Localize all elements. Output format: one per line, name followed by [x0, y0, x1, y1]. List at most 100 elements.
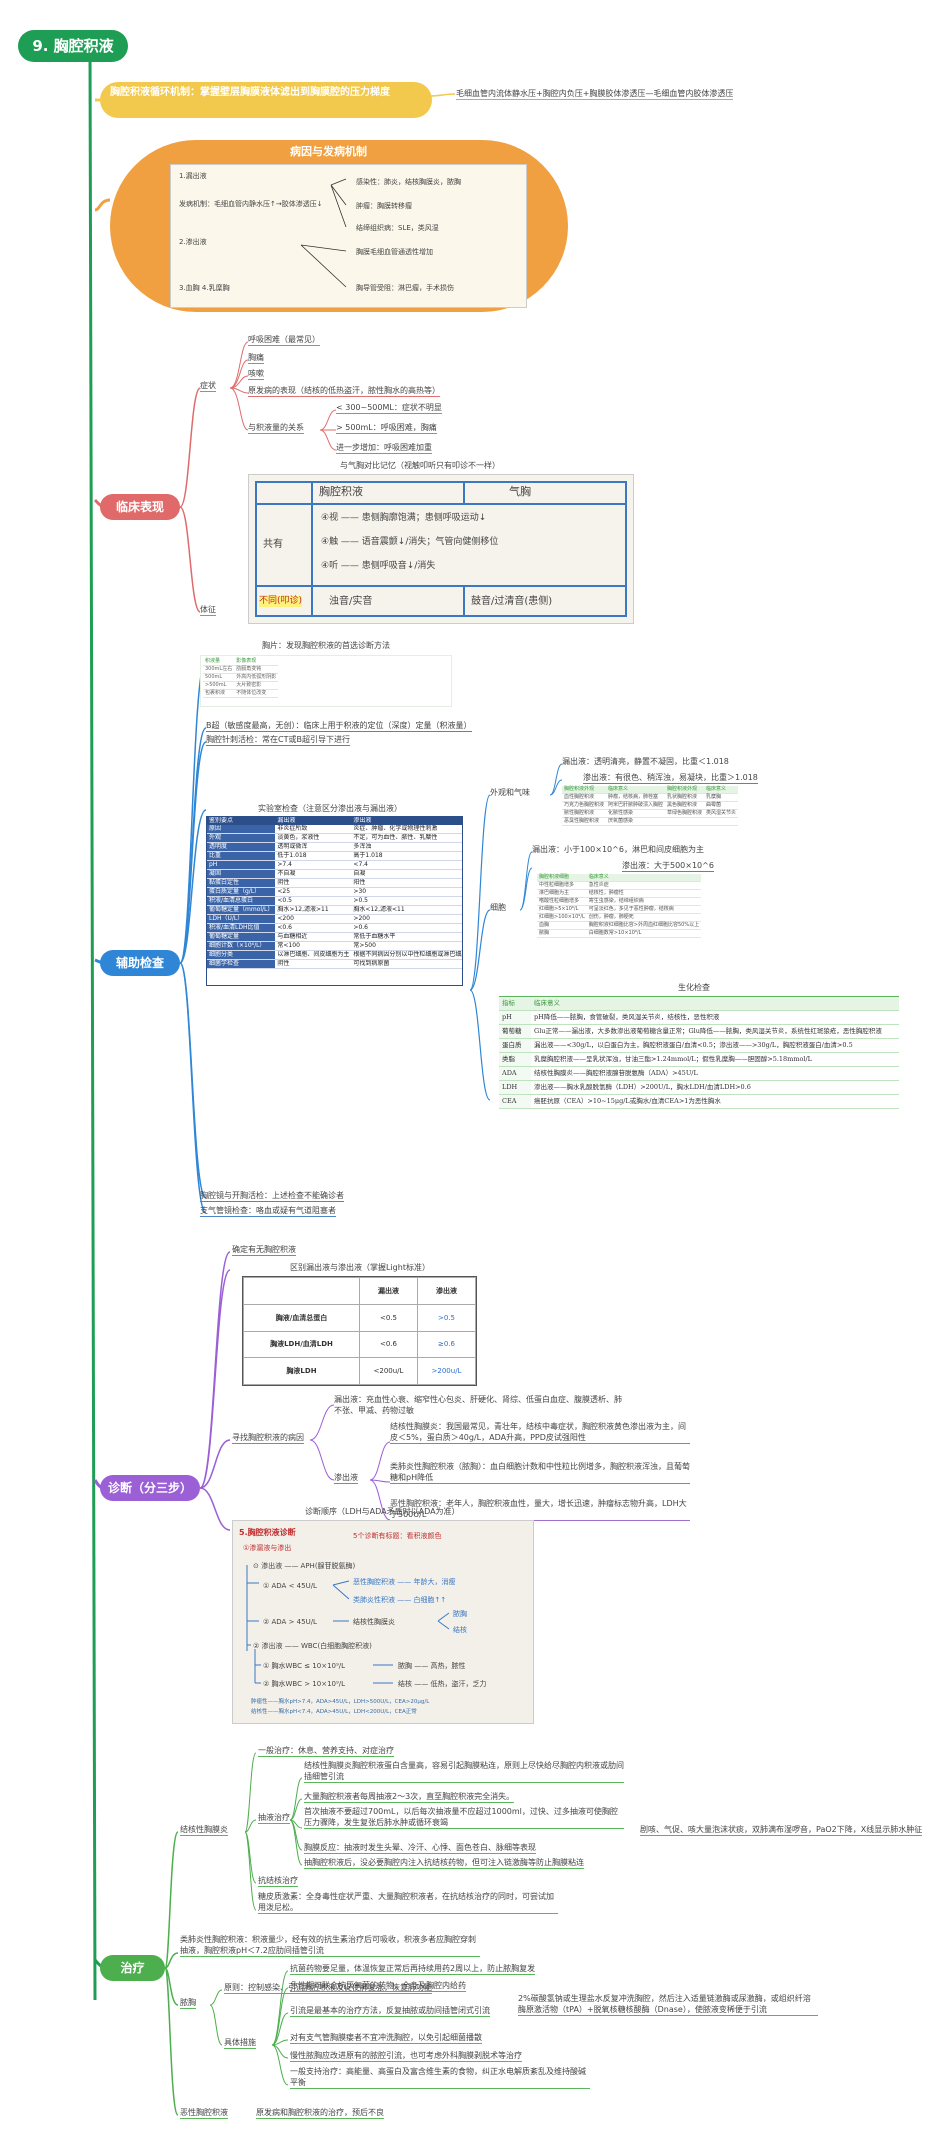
table-row: 巧克力色胸腔积液阿米巴肝脓肿破溃入胸腔黑色胸腔积液曲霉菌: [562, 801, 739, 810]
volume-2: > 500mL：呼吸困难，胸痛: [336, 423, 437, 434]
table-header-cell: 渗出液: [351, 817, 462, 825]
tb-treat-label: 结核性胸膜炎: [180, 1825, 228, 1836]
table-cell: >200u/L: [416, 1357, 477, 1385]
chest-pain-text: 胸痛: [248, 353, 264, 364]
table-cell: 脓性胸腔积液: [562, 809, 607, 818]
table-row: 300mL左右肋膈角变钝: [203, 665, 279, 674]
table-cell: 透明度: [207, 842, 276, 852]
table-cell: Glu正常——漏出液，大多数渗出液葡萄糖含量正常；Glu降低——脓胸，类风湿关节…: [531, 1024, 899, 1039]
table-cell: >200: [351, 914, 462, 924]
table-header-cell: 胸腔积液外观: [562, 786, 607, 794]
table-cell: 蛋白质定量（g/L）: [207, 887, 276, 897]
parapneumonic-features: 类肺炎性胸腔积液（脓胸）：血白细胞计数和中性粒比例增多，胸腔积液浑浊，且葡萄糖和…: [390, 1462, 690, 1484]
treat-node[interactable]: 治疗: [100, 1955, 165, 1981]
light-title: 区别漏出液与渗出液（掌握Light标准）: [290, 1263, 430, 1272]
biopsy-ct-text: 胸腔针刺活检：常在CT或B超引导下进行: [206, 735, 350, 746]
appearance-table: 胸腔积液外观临床意义胸腔积液外观临床意义血性胸腔积液肿瘤，结核病，肺栓塞乳状胸腔…: [562, 786, 852, 834]
table-cell: 漏出液——<30g/L，以白蛋白为主，胸腔积液蛋白/血清<0.5；渗出液——>3…: [531, 1038, 899, 1053]
table-cell: 红细胞>100×10⁹/L: [537, 913, 587, 922]
cell-exu: 渗出液：大于500×10^6: [622, 861, 714, 872]
diag-node[interactable]: 诊断（分三步）: [100, 1475, 200, 1501]
cycle-node[interactable]: 胸腔积液循环机制：掌握壁层胸膜液体滤出到胸膜腔的压力梯度: [100, 82, 432, 118]
table-header-cell: 临床意义: [531, 997, 899, 1011]
table-header-cell: 漏出液: [275, 817, 352, 825]
table-cell: 细菌学检查: [207, 959, 276, 969]
table-row: 包裹积液不随体位改变: [203, 689, 279, 698]
table-cell: 阿米巴肝脓肿破溃入胸腔: [606, 801, 666, 810]
table-cell: 阴性: [275, 959, 352, 969]
table-cell: 葡萄糖定量（mmol/L）: [207, 905, 276, 915]
table-cell: 积液/血清LDH比值: [207, 923, 276, 933]
table-cell: 原因: [207, 825, 276, 834]
volume-relation-label: 与积液量的关系: [248, 423, 304, 434]
aux-node[interactable]: 辅助检查: [100, 950, 180, 976]
table-cell: >0.6: [351, 923, 462, 933]
glucocorticoid-treat: 糖皮质激素：全身毒性症状严重、大量胸腔积液者，在抗结核治疗的同时，可尝试加用泼尼…: [258, 1891, 558, 1914]
table-cell: 影像表现: [234, 658, 279, 666]
table-cell: 黑色胸腔积液: [665, 801, 705, 810]
table-header-cell: 临床意义: [606, 786, 666, 794]
drain-1: 结核性胸膜炎胸腔积液蛋白含量高，容易引起胸膜粘连，原则上尽快给尽胸腔内积液或肋间…: [304, 1761, 624, 1783]
table-header-row: 胸腔积液细胞临床意义: [537, 874, 702, 882]
drain-2: 大量胸腔积液者每周抽液2～3次，直至胸腔积液完全消失。: [304, 1792, 515, 1803]
table-cell: LDH: [499, 1080, 531, 1095]
table-row: 恶臭性胸腔积液厌氧菌感染: [562, 817, 739, 826]
table-cell: 胸水>12,滤液>11: [275, 905, 352, 915]
cell-table: 胸腔积液细胞临床意义中性粒细胞增多急性炎症淋巴细胞为主结核性，肿瘤性嗜酸性粒细胞…: [537, 874, 767, 946]
volume-1: < 300~500ML：症状不明显: [336, 403, 442, 414]
table-row: 原因非炎症所致炎症、肿瘤、化学或物理性刺激: [207, 825, 462, 834]
table-cell: 非炎症所致: [275, 825, 352, 834]
table-row: 蛋白质定量（g/L）<25>30: [207, 887, 462, 897]
root-node[interactable]: 9. 胸腔积液: [18, 30, 128, 62]
table-cell: 胸水<12,滤液<11: [351, 905, 462, 915]
table-row: pH>7.4<7.4: [207, 860, 462, 870]
table-row: 积液/血清LDH比值<0.6>0.6: [207, 923, 462, 933]
table-cell: <200: [275, 914, 352, 924]
table-cell: 不自凝: [275, 869, 352, 879]
volume-3: 进一步增加：呼吸困难加重: [336, 443, 432, 454]
table-cell: 胸液LDH/血清LDH: [243, 1330, 360, 1359]
table-cell: 血性胸腔积液: [562, 793, 607, 802]
table-header-row: 漏出液渗出液: [243, 1277, 477, 1305]
table-cell: <200u/L: [358, 1357, 418, 1385]
clinical-node[interactable]: 临床表现: [100, 494, 180, 520]
table-cell: 脓胸: [537, 929, 587, 938]
table-cell: 不定，可为血性、脓性、乳糜性: [351, 833, 462, 843]
table-cell: 阴性: [275, 878, 352, 888]
table-cell: 外观: [207, 833, 276, 843]
table-cell: 比重: [207, 851, 276, 861]
table-cell: 乳糜胸腔积液——呈乳状浑浊，甘油三酯>1.24mmol/L；假性乳糜胸——胆固醇…: [531, 1052, 899, 1067]
table-cell: 胸液/血清总蛋白: [243, 1303, 360, 1332]
table-cell: <7.4: [351, 860, 462, 870]
table-row: LDH（U/L）<200>200: [207, 914, 462, 924]
empyema-sp5: 慢性脓胸应改进原有的脓腔引流，也可考虑外科胸膜剥脱术等治疗: [290, 2051, 522, 2062]
table-cell: pH: [207, 860, 276, 870]
table-cell: 厌氧菌感染: [606, 817, 666, 826]
table-cell: 乳糜胸: [704, 793, 739, 802]
bronchoscopy-text: 支气管镜检查：咯血或疑有气道阻塞者: [200, 1206, 336, 1217]
malignant-treat-text: 原发病和胸腔积液的治疗，预后不良: [256, 2108, 384, 2119]
diag-flow-photo: 5.胸腔积液诊断 ①渗漏液与渗出 5个诊断有标题：看积液颜色 ⊙ 渗出液 —— …: [232, 1520, 534, 1724]
table-cell: <25: [275, 887, 352, 897]
cough-text: 咳嗽: [248, 369, 264, 380]
table-row: 嗜酸性粒细胞增多寄生虫感染，结缔组织病: [537, 897, 702, 906]
table-cell: 血胸: [537, 921, 587, 930]
parapneumonic-treat: 类肺炎性胸腔积液：积液量少，经有效的抗生素治疗后可吸收，积液多者应胸腔穿刺抽液，…: [180, 1934, 480, 1957]
flow-title: 诊断顺序（LDH与ADA矛盾时以ADA为准）: [305, 1507, 460, 1516]
cell-label: 细胞: [490, 903, 506, 912]
symptom-label: 症状: [200, 381, 216, 392]
table-cell: 淡黄色，浆液性: [275, 833, 352, 843]
table-cell: LDH（U/L）: [207, 914, 276, 924]
table-header-cell: 胸腔积液外观: [665, 786, 705, 794]
table-cell: 积液量: [203, 658, 235, 666]
table-row: 积液量影像表现: [203, 658, 279, 666]
table-header-row: 胸腔积液外观临床意义胸腔积液外观临床意义: [562, 786, 739, 794]
lab-table: 鉴别要点漏出液渗出液原因非炎症所致炎症、肿瘤、化学或物理性刺激外观淡黄色，浆液性…: [206, 816, 463, 986]
table-cell: 红细胞>5×10⁹/L: [537, 905, 587, 914]
